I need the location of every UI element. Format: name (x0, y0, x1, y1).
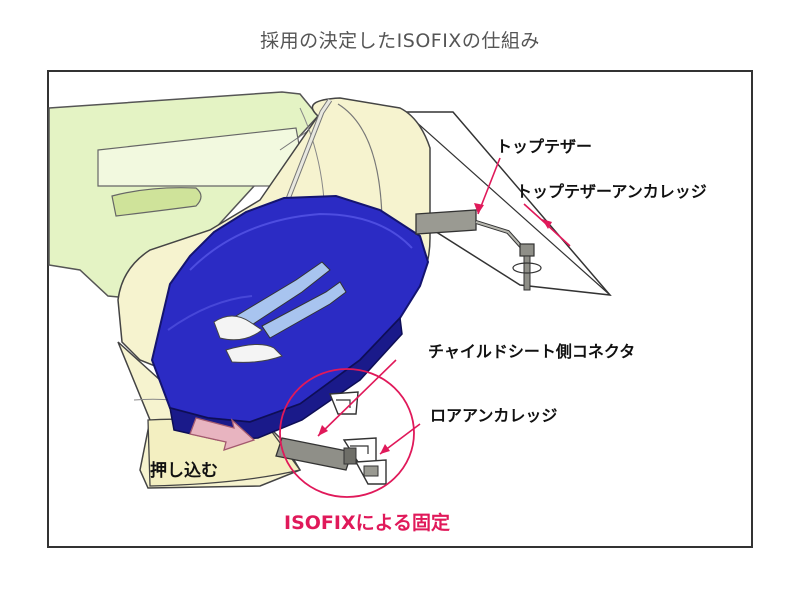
diagram-title: 採用の決定したISOFIXの仕組み (260, 30, 540, 52)
label-push-in: 押し込む (150, 461, 218, 481)
label-top-tether: トップテザー (496, 137, 593, 156)
top-tether-anchorage (512, 243, 542, 291)
isofix-highlight-circle (279, 368, 415, 498)
label-child-seat-connector: チャイルドシート側コネクタ (428, 342, 636, 361)
push-in-arrow (189, 417, 256, 451)
lower-anchorage (328, 391, 387, 485)
car-door (48, 91, 319, 301)
label-top-tether-anchorage: トップテザーアンカレッジ (516, 182, 707, 201)
label-isofix-fixing: ISOFIXによる固定 (284, 512, 451, 534)
leader-arrowheads (318, 203, 552, 454)
label-lower-anchorage: ロアアンカレッジ (430, 406, 558, 425)
child-seat-connector (275, 437, 357, 471)
